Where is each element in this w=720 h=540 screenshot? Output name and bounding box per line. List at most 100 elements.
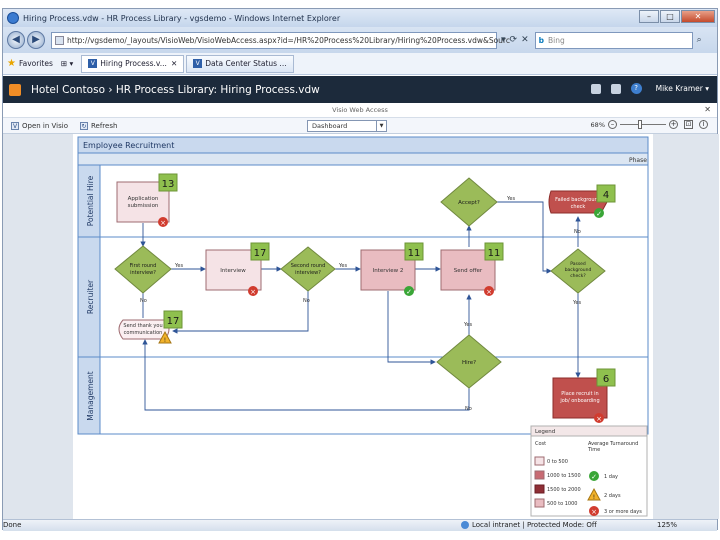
security-zone[interactable]: Local intranet | Protected Mode: Off (461, 521, 597, 529)
connector (172, 291, 309, 334)
shape-label: communication (124, 330, 163, 336)
lane-label-recruiter: Recruiter (86, 279, 95, 314)
url-text: http://vgsdemo/_layouts/VisioWeb/VisioWe… (67, 35, 510, 45)
stop-icon[interactable]: ✕ (521, 35, 529, 45)
legend-time-header: Time (587, 447, 600, 453)
visio-icon: V (11, 121, 19, 130)
maximize-button[interactable]: □ (660, 10, 680, 23)
window-title: Hiring Process.vdw - HR Process Library … (23, 13, 341, 23)
connector-label-no: No (574, 229, 581, 235)
shape-label: Failed background (555, 197, 601, 203)
connector-label-no: No (465, 406, 472, 412)
connector (387, 291, 436, 365)
svg-text:×: × (596, 415, 602, 423)
connector-label-no: No (303, 298, 310, 304)
dropdown-icon[interactable]: ▾ (501, 35, 506, 45)
x-icon (248, 286, 258, 296)
favorites-label: Favorites (18, 59, 53, 68)
svg-text:✓: ✓ (596, 210, 602, 218)
user-menu[interactable]: Mike Kramer ▾ (655, 84, 709, 93)
drawing-canvas[interactable]: Employee Recruitment Phase Potential Hir… (3, 134, 719, 519)
connector-label-yes: Yes (174, 263, 183, 269)
fit-to-window-icon[interactable]: ⊡ (684, 120, 693, 129)
badge-count: 17 (167, 316, 180, 327)
shape-label: Passed (570, 261, 586, 267)
shape-first-round-interview[interactable]: First round interview? (114, 245, 172, 294)
legend-swatch (534, 498, 545, 508)
globe-icon (461, 521, 469, 529)
refresh-button[interactable]: ↻ Refresh (79, 121, 117, 130)
legend-time-label: 2 days (604, 493, 621, 499)
search-icon[interactable]: ⌕ (696, 35, 702, 45)
zoom-slider[interactable] (620, 120, 666, 129)
badge-count: 11 (408, 248, 421, 259)
connector (142, 339, 470, 411)
shape-second-round-interview[interactable]: Second round interview? (280, 246, 336, 292)
tab-hiring-process[interactable]: V Hiring Process.v... ✕ (81, 54, 185, 73)
svg-text:×: × (250, 288, 256, 296)
shape-label: background (565, 267, 592, 273)
badge-count: 17 (254, 248, 267, 259)
tag-icon[interactable] (590, 83, 601, 94)
forward-button[interactable]: ▶ (27, 31, 45, 49)
legend-time-label: 3 or more days (604, 509, 642, 515)
connectors (140, 201, 581, 411)
shape-label: Accept? (458, 200, 480, 206)
tab-list-icon[interactable]: ⊞ ▾ (60, 59, 74, 68)
legend: Legend Cost Average Turnaround Time 0 to… (530, 425, 648, 517)
minimize-button[interactable]: – (639, 10, 659, 23)
shape-failed-background-check[interactable]: Failed background check 4 ✓ (548, 184, 616, 218)
shape-passed-background-check[interactable]: Passed background check? (550, 248, 606, 294)
shape-hire-decision[interactable]: Hire? (436, 334, 502, 389)
shape-label: Place recruit in (561, 391, 598, 397)
zoom-out-button[interactable]: – (608, 120, 617, 129)
close-button[interactable]: ✕ (681, 10, 715, 23)
open-in-visio-button[interactable]: V Open in Visio (11, 121, 68, 130)
status-bar: Done Local intranet | Protected Mode: Of… (3, 519, 717, 531)
zoom-control: 68% – + ⊡ i (591, 120, 711, 129)
shape-application-submission[interactable]: Application submission 13 × (116, 173, 178, 227)
legend-time-label: 1 day (604, 474, 618, 480)
shape-place-recruit[interactable]: Place recruit in job/ onboarding 6 × (552, 368, 616, 423)
close-tab-icon[interactable]: ✕ (170, 59, 178, 68)
search-input[interactable]: b Bing (534, 31, 693, 49)
connector (497, 201, 552, 274)
shape-label: job/ onboarding (559, 398, 599, 404)
refresh-icon: ↻ (79, 121, 88, 130)
zoom-level[interactable]: 125% (657, 521, 678, 529)
window-controls: – □ ✕ (638, 10, 715, 23)
shape-interview[interactable]: Interview 17 × (205, 242, 270, 296)
x-icon (158, 217, 168, 227)
info-icon[interactable]: i (699, 120, 708, 129)
shape-accept-decision[interactable]: Accept? (440, 177, 498, 227)
svg-text:✓: ✓ (591, 473, 597, 481)
shape-interview-2[interactable]: Interview 2 11 ✓ (360, 242, 424, 296)
page-select[interactable]: Dashboard ▼ (307, 120, 387, 132)
tab-data-center-status[interactable]: V Data Center Status ... (186, 54, 294, 73)
favorites-bar: ★ Favorites ⊞ ▾ V Hiring Process.v... ✕ … (3, 53, 717, 75)
back-button[interactable]: ◀ (7, 31, 25, 49)
zoom-slider-handle[interactable] (638, 120, 642, 129)
shape-label: submission (128, 203, 159, 209)
chevron-down-icon: ▼ (376, 121, 386, 131)
note-icon[interactable] (610, 83, 621, 94)
warning-icon (587, 487, 601, 501)
badge-count: 6 (603, 374, 609, 385)
shape-send-offer[interactable]: Send offer 11 × (440, 242, 504, 296)
swimlane-diagram[interactable]: Employee Recruitment Phase Potential Hir… (73, 134, 653, 519)
shape-send-thank-you[interactable]: Send thank you communication 17 ! (118, 310, 183, 344)
zoom-in-button[interactable]: + (669, 120, 678, 129)
url-field[interactable]: http://vgsdemo/_layouts/VisioWeb/VisioWe… (51, 31, 510, 49)
phase-bar (77, 152, 649, 166)
help-icon[interactable]: ? (630, 83, 642, 94)
close-icon[interactable]: ✕ (704, 105, 711, 114)
shape-label: interview? (130, 270, 156, 276)
shape-label: Hire? (462, 360, 476, 366)
legend-title: Legend (535, 429, 555, 435)
refresh-icon[interactable]: ⟳ (509, 35, 518, 45)
header-actions: ? Mike Kramer ▾ (581, 83, 709, 94)
diagram-title: Employee Recruitment (83, 141, 174, 150)
legend-swatch (534, 470, 545, 480)
favorites-button[interactable]: ★ Favorites (7, 58, 53, 69)
ie-logo-icon (7, 12, 19, 24)
